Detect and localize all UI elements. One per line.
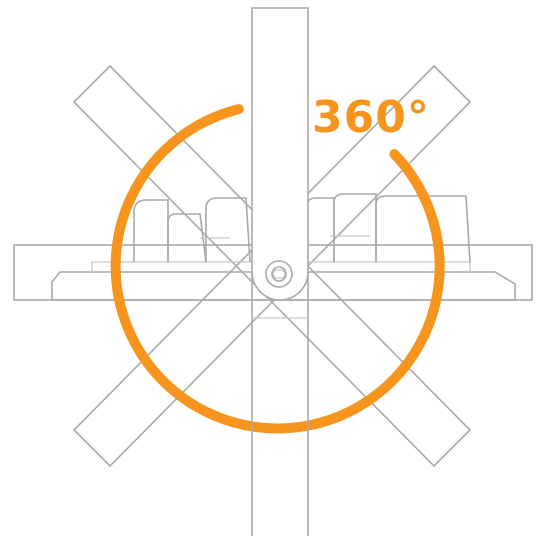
diagonal-bracket-b (72, 64, 472, 468)
rotation-angle-label: 360° (312, 92, 430, 143)
heat-sink-fins (133, 193, 471, 263)
pivot-bolt-icon (265, 260, 293, 288)
mounting-arm (251, 7, 309, 536)
